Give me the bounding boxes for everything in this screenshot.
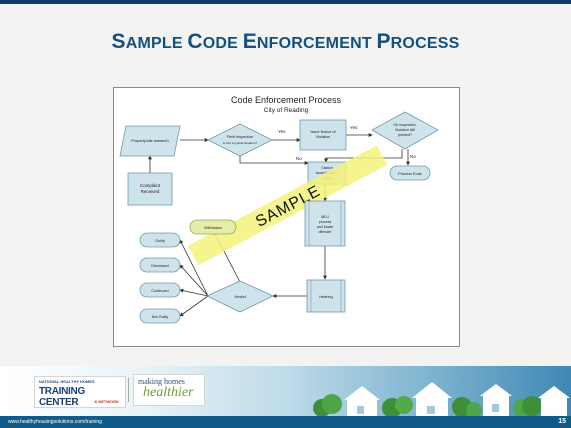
dismissed-node — [139, 257, 181, 273]
verdict-label: Verdict — [234, 295, 247, 299]
arrow-inspection-to-citation — [239, 156, 309, 165]
logo-subtext: & NETWORK — [94, 399, 119, 404]
mdj-process-node — [304, 200, 346, 247]
title-part: AMPLE — [125, 35, 188, 52]
tree-icon — [382, 396, 413, 418]
arrow-verdict-to-guilty — [179, 239, 209, 297]
arrow-verdict-to-continued — [179, 288, 209, 297]
no-label: No — [410, 154, 416, 159]
reinspection-label: On inspection: — [394, 123, 417, 127]
mdj-process-label: process — [319, 220, 332, 224]
house-icon — [480, 384, 512, 420]
complaint-label: Complaint — [140, 183, 161, 188]
footer-url[interactable]: www.healthyhousingsolutions.com/training — [8, 419, 102, 425]
training-center-logo[interactable]: NATIONAL HEALTHY HOMES TRAINING CENTER &… — [34, 376, 126, 408]
title-part: NFORCEMENT — [256, 35, 377, 52]
complaint-node — [127, 172, 173, 206]
reinspection-node — [371, 111, 439, 150]
withdrawn-label: Withdrawn — [204, 226, 222, 230]
mdj-process-label: offender — [318, 230, 332, 234]
title-part: C — [187, 30, 203, 53]
house-icon — [344, 386, 380, 420]
diagram-title: Code Enforcement Process — [231, 95, 342, 105]
reinspection-label: present? — [398, 133, 412, 137]
footer: NATIONAL HEALTHY HOMES TRAINING CENTER &… — [0, 366, 571, 428]
withdrawn-node — [189, 219, 237, 235]
property-research-node — [119, 125, 181, 157]
yes-label: Yes — [278, 129, 286, 134]
title-part: ODE — [202, 35, 243, 52]
logo-tagline: NATIONAL HEALTHY HOMES — [39, 379, 95, 384]
title-part: P — [376, 30, 391, 53]
field-inspection-label: Is this a typical situation? — [223, 141, 258, 145]
no-label: No — [296, 156, 302, 161]
title-part: E — [242, 30, 257, 53]
issue-notice-node — [299, 119, 347, 151]
continued-label: Continued — [151, 289, 168, 293]
tree-icon — [513, 396, 542, 417]
property-research-label: Property/site research — [131, 139, 168, 143]
guilty-label: Guilty — [155, 239, 165, 243]
house-icon — [412, 382, 452, 420]
title-part: S — [111, 30, 126, 53]
logo2-line1: making homes — [138, 377, 185, 386]
logo-main-text: TRAINING CENTER — [39, 386, 85, 408]
title-part: ROCESS — [390, 35, 460, 52]
tree-icon — [452, 397, 482, 418]
hearing-label: Hearing — [319, 295, 332, 299]
houses-illustration — [313, 382, 570, 420]
process-ends-node — [389, 165, 431, 181]
arrow-verdict-to-dismissed — [179, 264, 209, 297]
continued-node — [139, 282, 181, 298]
yes-label: Yes — [350, 125, 358, 130]
guilty-node — [139, 232, 181, 248]
healthier-homes-logo[interactable]: making homes healthier — [133, 374, 205, 406]
flowchart-svg: Code Enforcement Process City of Reading — [119, 95, 439, 324]
mdj-process-label: and locate — [317, 225, 334, 229]
tree-icon — [313, 394, 342, 417]
citation-label: Citation — [321, 166, 333, 170]
mdj-process-label: MDJ — [321, 215, 329, 219]
complaint-label: Received — [141, 189, 160, 194]
issue-notice-label: Violation — [316, 135, 331, 139]
logo2-line2: healthier — [143, 385, 194, 400]
process-ends-label: Process Ends — [398, 172, 422, 176]
hearing-node — [306, 279, 346, 313]
logo-divider — [128, 378, 129, 402]
footer-band — [0, 416, 571, 428]
house-icon — [538, 386, 570, 420]
slide-title: SAMPLE CODE ENFORCEMENT PROCESS — [0, 30, 571, 54]
arrow-verdict-to-not-guilty — [179, 295, 209, 317]
verdict-node — [206, 280, 274, 313]
field-inspection-node — [207, 123, 273, 157]
field-inspection-label: Field Inspection — [227, 135, 254, 139]
diagram-subtitle: City of Reading — [264, 107, 309, 114]
reinspection-label: Violation still — [395, 128, 415, 132]
page-number: 15 — [558, 418, 566, 425]
issue-notice-label: Issue Notice of — [310, 130, 336, 134]
highlight-band — [187, 145, 388, 266]
not-guilty-label: Not Guilty — [152, 315, 169, 319]
dismissed-label: Dismissed — [151, 264, 169, 268]
flowchart-image: Code Enforcement Process City of Reading — [113, 87, 460, 347]
not-guilty-node — [139, 308, 181, 324]
top-border — [0, 0, 571, 4]
